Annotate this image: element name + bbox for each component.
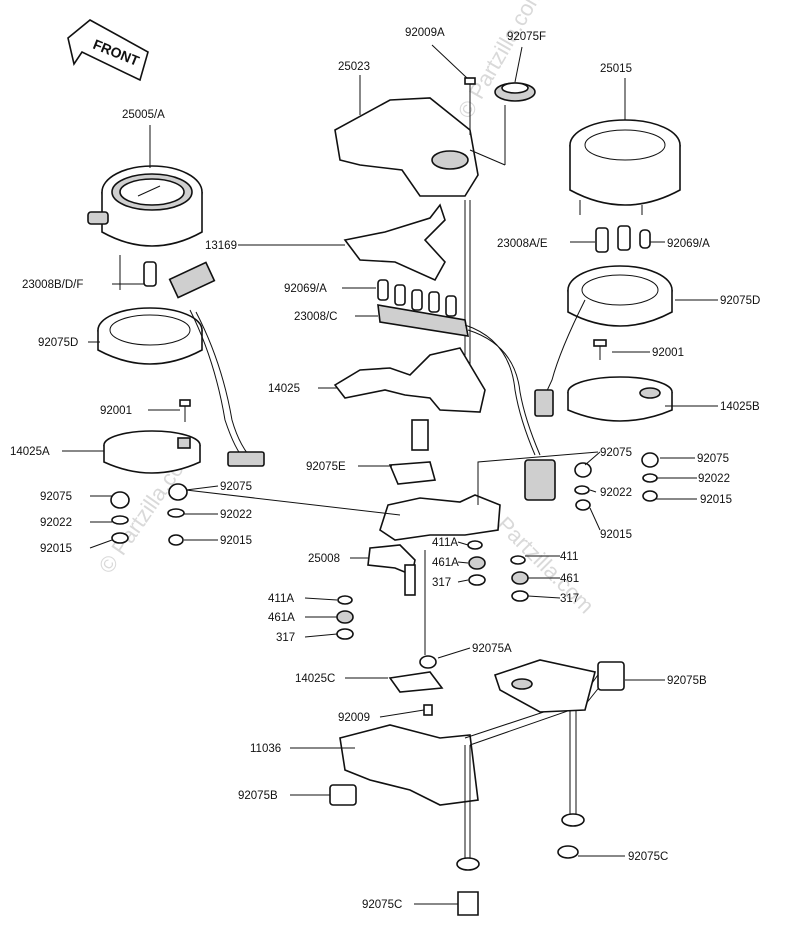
label-411A-center: 411A: [432, 537, 458, 549]
label-92075-left: 92075: [40, 491, 72, 503]
label-92022-right1: 92022: [698, 473, 730, 485]
label-23008AE: 23008A/E: [497, 238, 548, 250]
label-92075D-right: 92075D: [720, 295, 760, 307]
label-23008BDF: 23008B/D/F: [22, 279, 83, 291]
label-317-center: 317: [432, 577, 451, 589]
label-92015-middle: 92015: [220, 535, 252, 547]
label-23008C: 23008/C: [294, 311, 337, 323]
label-92015-right2: 92015: [600, 529, 632, 541]
label-92075D-left: 92075D: [38, 337, 78, 349]
front-arrow: FRONT: [67, 19, 149, 82]
label-92075C-bottom: 92075C: [362, 899, 402, 911]
label-14025A: 14025A: [10, 446, 50, 458]
label-92069A-left: 92069/A: [284, 283, 327, 295]
label-92009A: 92009A: [405, 27, 445, 39]
label-92015-left: 92015: [40, 543, 72, 555]
label-92075F: 92075F: [507, 31, 546, 43]
label-411A-left: 411A: [268, 593, 294, 605]
label-92075-center: 92075: [600, 447, 632, 459]
label-92069A-right: 92069/A: [667, 238, 710, 250]
label-92009: 92009: [338, 712, 370, 724]
label-92022-middle: 92022: [220, 509, 252, 521]
tachometer-assembly: [534, 119, 681, 511]
label-92075B-left: 92075B: [238, 790, 278, 802]
label-11036: 11036: [250, 743, 281, 755]
label-92075A: 92075A: [472, 643, 512, 655]
label-14025: 14025: [268, 383, 300, 395]
label-25015: 25015: [600, 63, 632, 75]
label-92075B-right: 92075B: [667, 675, 707, 687]
label-14025C: 14025C: [295, 673, 335, 685]
label-25023: 25023: [338, 61, 370, 73]
indicator-holder: [343, 203, 446, 282]
label-25008: 25008: [308, 553, 340, 565]
label-25005A: 25005/A: [122, 109, 165, 121]
label-92075-right: 92075: [697, 453, 729, 465]
top-cover-assembly: [334, 77, 536, 400]
label-92022-left: 92022: [40, 517, 72, 529]
label-92075-midleft: 92075: [220, 481, 252, 493]
label-411-right: 411: [560, 551, 578, 563]
label-14025B: 14025B: [720, 401, 760, 413]
label-92001-left: 92001: [100, 405, 132, 417]
label-92001-right: 92001: [652, 347, 684, 359]
label-461A-center: 461A: [432, 557, 459, 569]
part-labels: 92009A 92075F 25023 25015 25005/A 13169 …: [10, 27, 760, 911]
meter-stay: [329, 655, 625, 916]
label-461A-left: 461A: [268, 612, 295, 624]
label-92075E: 92075E: [306, 461, 346, 473]
label-92075C-right: 92075C: [628, 851, 668, 863]
speedometer-assembly: [87, 165, 265, 546]
mount-plate: [336, 461, 529, 655]
watermark-1: © Partzilla.com: [453, 0, 549, 122]
label-461-right: 461: [560, 573, 579, 585]
label-317-left: 317: [276, 632, 295, 644]
leader-lines: [62, 44, 718, 905]
label-13169: 13169: [205, 240, 237, 252]
label-92015-right1: 92015: [700, 494, 732, 506]
indicator-sockets: [377, 279, 556, 501]
label-92022-right2: 92022: [600, 487, 632, 499]
meter-bracket: [333, 347, 486, 451]
label-317-right: 317: [560, 593, 579, 605]
